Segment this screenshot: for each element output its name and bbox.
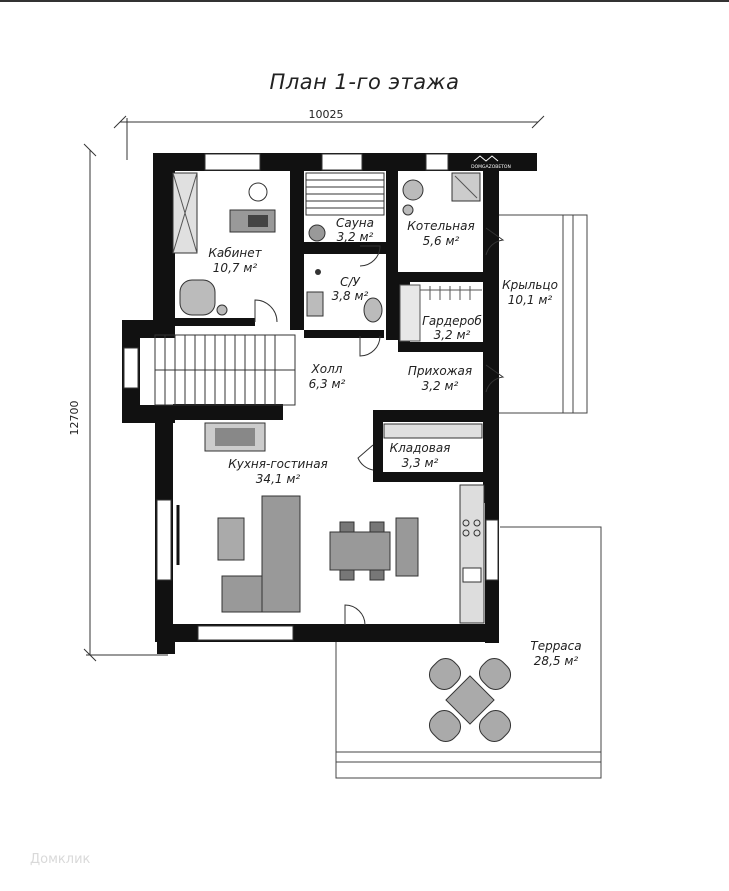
dimension-height-label: 12700 (68, 401, 81, 436)
dimension-width-label: 10025 (309, 108, 344, 121)
room-area-kladovaya: 3,3 м² (402, 456, 439, 470)
room-area-su: 3,8 м² (332, 289, 369, 303)
porch-deck (496, 214, 588, 414)
room-labels: Кабинет 10,7 м² Сауна 3,2 м² Котельная 5… (208, 216, 581, 668)
kitchen-island (395, 517, 419, 577)
room-name-kotelnaya: Котельная (407, 219, 474, 233)
room-name-kuhnya: Кухня-гостиная (228, 457, 328, 471)
bookcase-diagonal-2 (172, 172, 198, 254)
kitchen-sink-icon (462, 567, 482, 583)
room-area-garderob: 3,2 м² (434, 328, 471, 342)
room-area-kabinet: 10,7 м² (213, 261, 258, 275)
room-area-krylco: 10,1 м² (508, 293, 553, 307)
pantry-shelf (383, 423, 483, 439)
hall-staircase (154, 334, 296, 406)
coffee-table (217, 517, 245, 561)
room-area-kuhnya: 34,1 м² (256, 472, 301, 486)
faucet-icon (315, 269, 321, 275)
sofa-corner (221, 575, 263, 613)
sauna-bench (305, 172, 385, 216)
room-name-sauna: Сауна (336, 216, 374, 230)
shower-tray-line (454, 175, 478, 199)
office-chair (248, 182, 268, 202)
room-name-kabinet: Кабинет (208, 246, 262, 260)
room-name-garderob: Гардероб (422, 314, 482, 328)
sofa (261, 495, 301, 613)
boiler-icon (402, 179, 424, 201)
terrace-table-set (428, 657, 512, 743)
room-name-holl: Холл (311, 362, 343, 376)
cooktop-icon (462, 519, 481, 537)
toilet-icon (363, 297, 383, 323)
windows (123, 153, 499, 641)
terrace-deck (335, 526, 602, 779)
brand-logo-text: DOMGAZOBETON (471, 164, 511, 170)
room-area-holl: 6,3 м² (309, 377, 346, 391)
sauna-stove (308, 224, 326, 242)
plan-title: План 1-го этажа (269, 70, 460, 94)
room-name-prihozhaya: Прихожая (408, 364, 472, 378)
brand-logo: DOMGAZOBETON (465, 155, 517, 170)
room-area-kotelnaya: 5,6 м² (423, 234, 460, 248)
armchair-icon (179, 279, 216, 316)
room-name-krylco: Крыльцо (502, 278, 558, 292)
room-name-su: С/У (340, 275, 360, 289)
dining-chairs (339, 521, 385, 581)
room-name-terrasa: Терраса (530, 639, 581, 653)
room-name-kladovaya: Кладовая (390, 441, 451, 455)
side-table-icon (216, 304, 228, 316)
dimension-width (113, 115, 545, 160)
room-area-prihozhaya: 3,2 м² (422, 379, 459, 393)
water-heater-icon (402, 204, 414, 216)
dining-table (329, 531, 391, 571)
fireplace-inner (215, 428, 255, 446)
sink-icon (306, 291, 324, 317)
doors (254, 227, 505, 626)
interior-walls (173, 170, 486, 482)
room-area-sauna: 3,2 м² (337, 230, 374, 244)
top-rule (0, 0, 729, 2)
kitchen-counter (459, 484, 485, 624)
wardrobe-rack (399, 284, 482, 342)
dimension-height (83, 143, 168, 662)
watermark: Домклик (30, 852, 91, 867)
computer-icon (248, 215, 268, 227)
room-area-terrasa: 28,5 м² (534, 654, 579, 668)
